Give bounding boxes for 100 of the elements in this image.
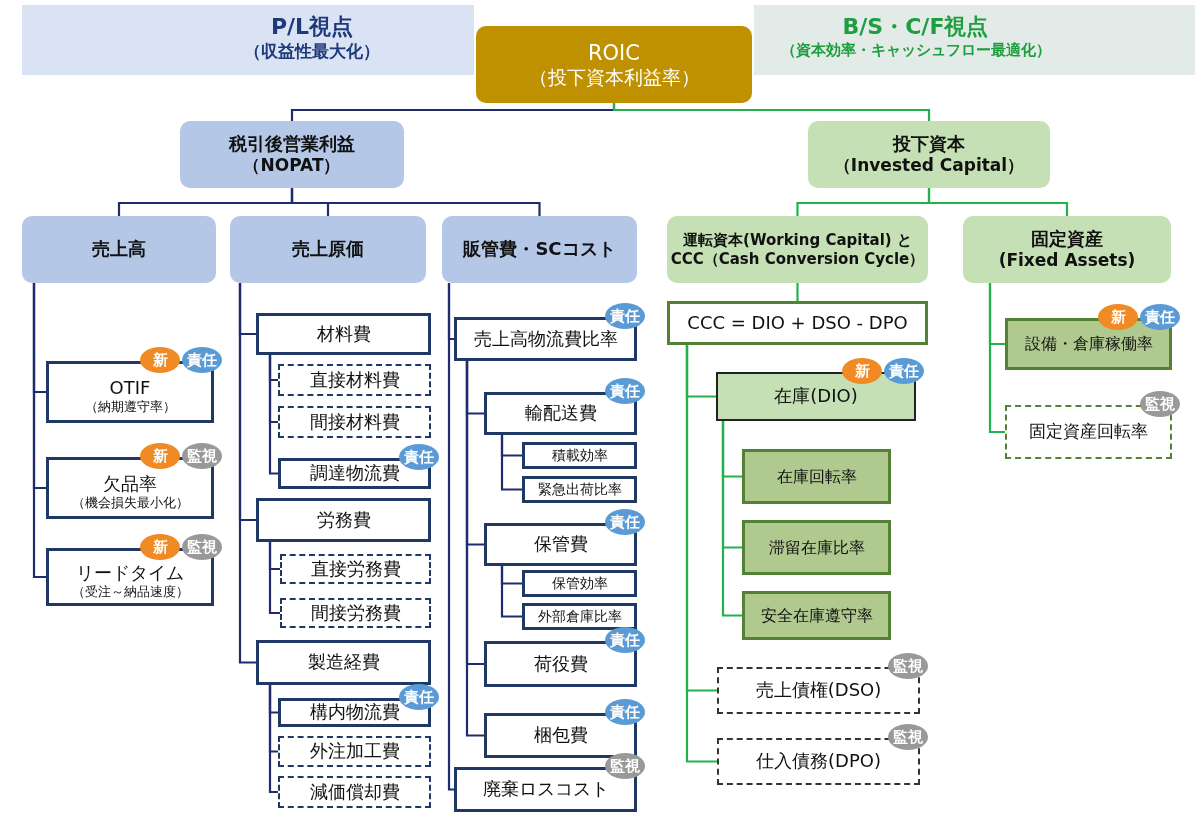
formula-box [667,301,928,345]
status-badge: 監視 [605,753,645,779]
box-text: 売上債権(DSO) [755,679,882,702]
status-badge: 責任 [605,699,645,725]
header-band [22,5,474,75]
box-text: 外注加工費 [309,740,400,763]
box-text: 材料費 [316,322,371,346]
box-text: 保管効率 [551,574,608,593]
status-badge: 新 [1098,304,1138,330]
metric-box [522,570,637,597]
status-badge: 責任 [182,347,222,373]
box-text: 固定資産 [1031,227,1103,251]
box-text: B/S・C/F視点 [842,13,989,41]
status-badge: 責任 [605,303,645,329]
category-box [22,216,216,283]
metric-box [278,776,431,808]
connector-line [32,283,46,579]
connector-line [500,566,522,618]
metric-box [522,476,637,503]
box-text: 売上高 [92,238,146,261]
box-text: 輸配送費 [524,402,597,425]
connector-line [447,283,455,791]
box-text: 安全在庫遵守率 [760,605,873,626]
box-text: P/L視点 [270,13,354,41]
box-text: 販管費・SCコスト [463,238,616,261]
status-badge: 新 [140,534,180,560]
box-text: OTIF [109,376,151,400]
connector-line [988,283,1005,434]
box-text: 投下資本 [893,132,965,156]
header-band [754,5,1195,75]
box-text: リードタイム [76,561,184,585]
status-badge: 責任 [1140,304,1180,330]
box-text: 直接労務費 [310,557,401,581]
box-text: 間接材料費 [309,410,400,434]
status-badge: 監視 [888,724,928,750]
box-text: 在庫回転率 [776,466,857,487]
box-subtext: （NOPAT） [243,155,341,177]
metric-box [278,406,431,438]
box-subtext: CCC（Cash Conversion Cycle） [670,249,925,269]
status-badge: 新 [140,443,180,469]
metric-box [256,640,431,685]
connector-line [268,542,280,615]
category-box [442,216,637,283]
status-badge: 責任 [399,684,439,710]
metric-box [742,591,891,640]
box-text: 固定資産回転率 [1029,421,1148,443]
box-text: 梱包費 [533,724,588,747]
box-text: 荷役費 [533,652,588,676]
status-badge: 新 [842,358,882,384]
box-text: ROIC [588,39,640,66]
box-text: 労務費 [316,508,371,532]
metric-box [280,598,431,628]
box-text: 調達物流費 [309,462,400,485]
metric-box [256,313,431,355]
box-text: 運転資本(Working Capital) と [683,230,912,250]
connector-line [268,355,278,475]
box-text: 税引後営業利益 [229,132,355,156]
category-box [230,216,426,283]
box-text: 保管費 [533,533,588,556]
box-text: 売上高物流費比率 [473,327,618,351]
box-subtext: （Invested Capital） [833,155,1025,177]
metric-box [522,442,637,469]
box-text: 積載効率 [551,446,608,465]
connector-line [796,283,799,301]
box-text: 直接材料費 [309,368,400,392]
status-badge: 監視 [1140,391,1180,417]
status-badge: 責任 [605,378,645,404]
box-text: 間接労務費 [310,601,401,625]
status-badge: 監視 [888,653,928,679]
status-badge: 監視 [182,443,222,469]
metric-box [742,520,891,575]
connector-line [927,188,1069,216]
box-subtext: （機会損失最小化） [71,495,189,512]
box-subtext: (Fixed Assets) [998,250,1136,272]
connector-line [268,685,278,794]
metric-box [280,554,431,584]
connector-line [685,345,717,763]
box-subtext: （投下資本利益率） [528,65,700,90]
box-text: 製造経費 [307,651,380,674]
category-box [808,121,1050,188]
category-box [180,121,404,188]
connector-line [290,188,541,216]
box-text: 在庫(DIO) [774,385,858,408]
box-subtext: （資本効率・キャッシュフロー最適化） [780,40,1051,60]
box-text: CCC = DIO + DSO - DPO [687,311,908,335]
root-box [476,26,752,103]
box-subtext: （納期遵守率） [84,399,176,416]
status-badge: 責任 [884,358,924,384]
box-text: 仕入債務(DPO) [756,750,881,773]
metric-box [256,498,431,542]
status-badge: 監視 [182,534,222,560]
metric-box [278,364,431,396]
category-box [667,216,928,283]
status-badge: 責任 [605,509,645,535]
connector-line [612,103,931,121]
status-badge: 責任 [605,627,645,653]
box-text: 廃棄ロスコスト [482,778,609,801]
box-text: 減価償却費 [309,780,400,804]
box-text: 外部倉庫比率 [537,607,622,626]
connector-line [465,361,484,737]
